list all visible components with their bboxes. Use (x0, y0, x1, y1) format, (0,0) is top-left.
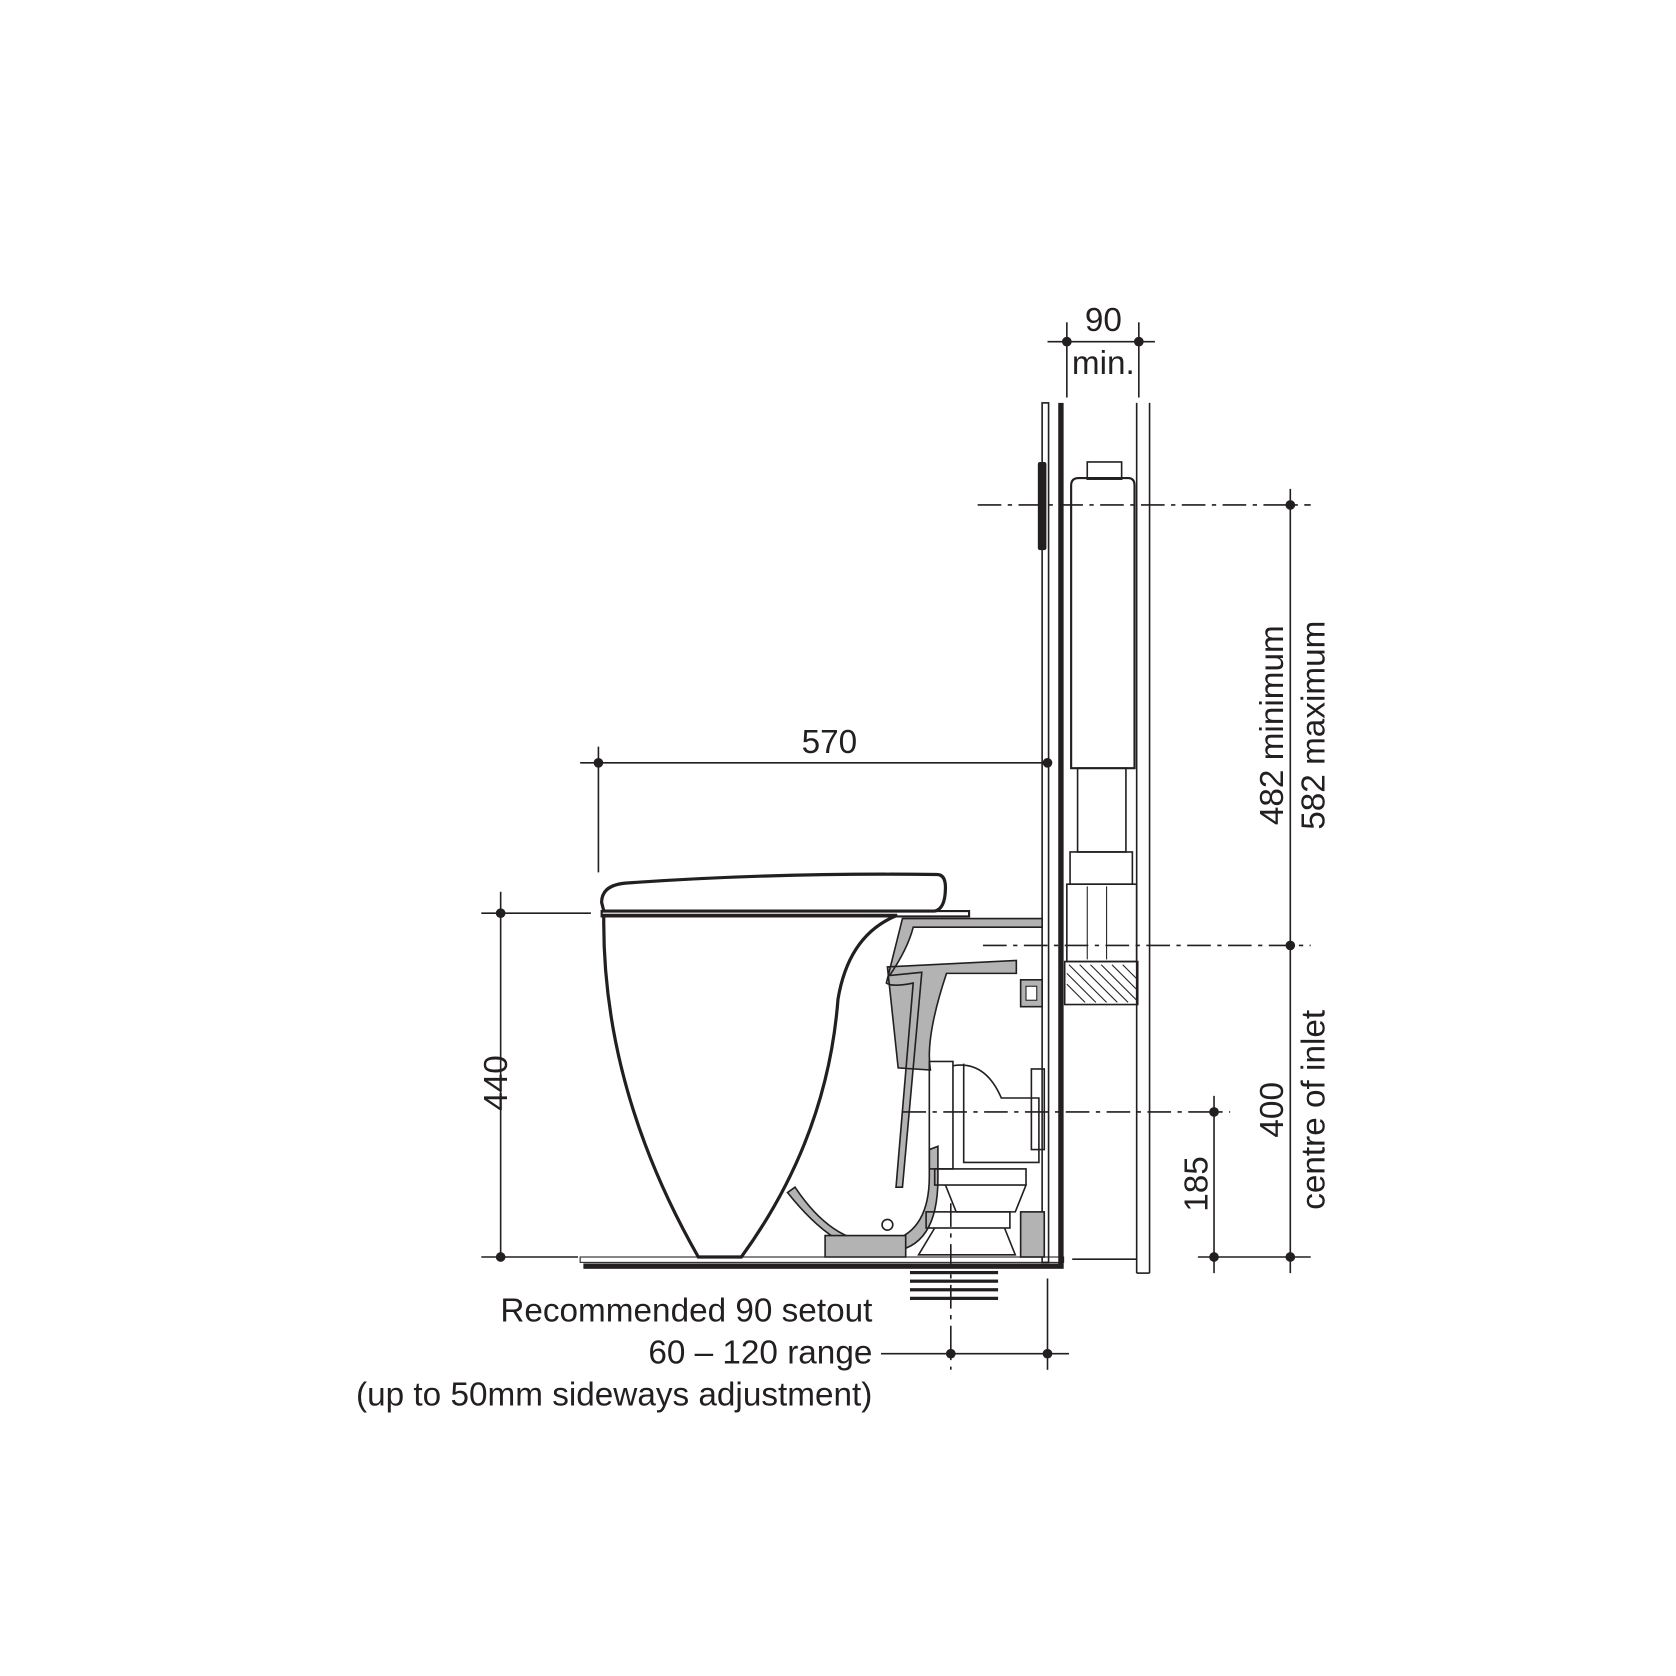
dimension-lines (481, 322, 1311, 1370)
setout-line-2: 60 – 120 range (648, 1334, 872, 1371)
in-wall-cistern (1063, 461, 1139, 1006)
inlet-caption: centre of inlet (1296, 1010, 1333, 1210)
waste-outlet (909, 1270, 999, 1300)
cistern-max-label: 582 maximum (1296, 621, 1333, 830)
frame-depth-value: 90 (1085, 302, 1122, 339)
pan-connector (917, 1060, 1046, 1256)
dimension-dots (495, 336, 1296, 1359)
frame-depth-note: min. (1072, 345, 1135, 382)
flush-plate (1037, 461, 1047, 551)
overall-depth-label: 570 (802, 724, 858, 761)
trap-section (885, 917, 1043, 1188)
bowl (602, 913, 898, 1259)
cistern-min-label: 482 minimum (1254, 625, 1291, 825)
inlet-height-label: 400 (1254, 1082, 1291, 1138)
toilet-seat-lid (600, 872, 948, 913)
floor (579, 1256, 1137, 1269)
waste-height-label: 185 (1179, 1156, 1216, 1212)
seat-height-label: 440 (478, 1055, 515, 1111)
setout-line-1: Recommended 90 setout (500, 1292, 872, 1329)
setout-line-3: (up to 50mm sideways adjustment) (356, 1376, 872, 1413)
toilet-pan (600, 872, 1046, 1259)
